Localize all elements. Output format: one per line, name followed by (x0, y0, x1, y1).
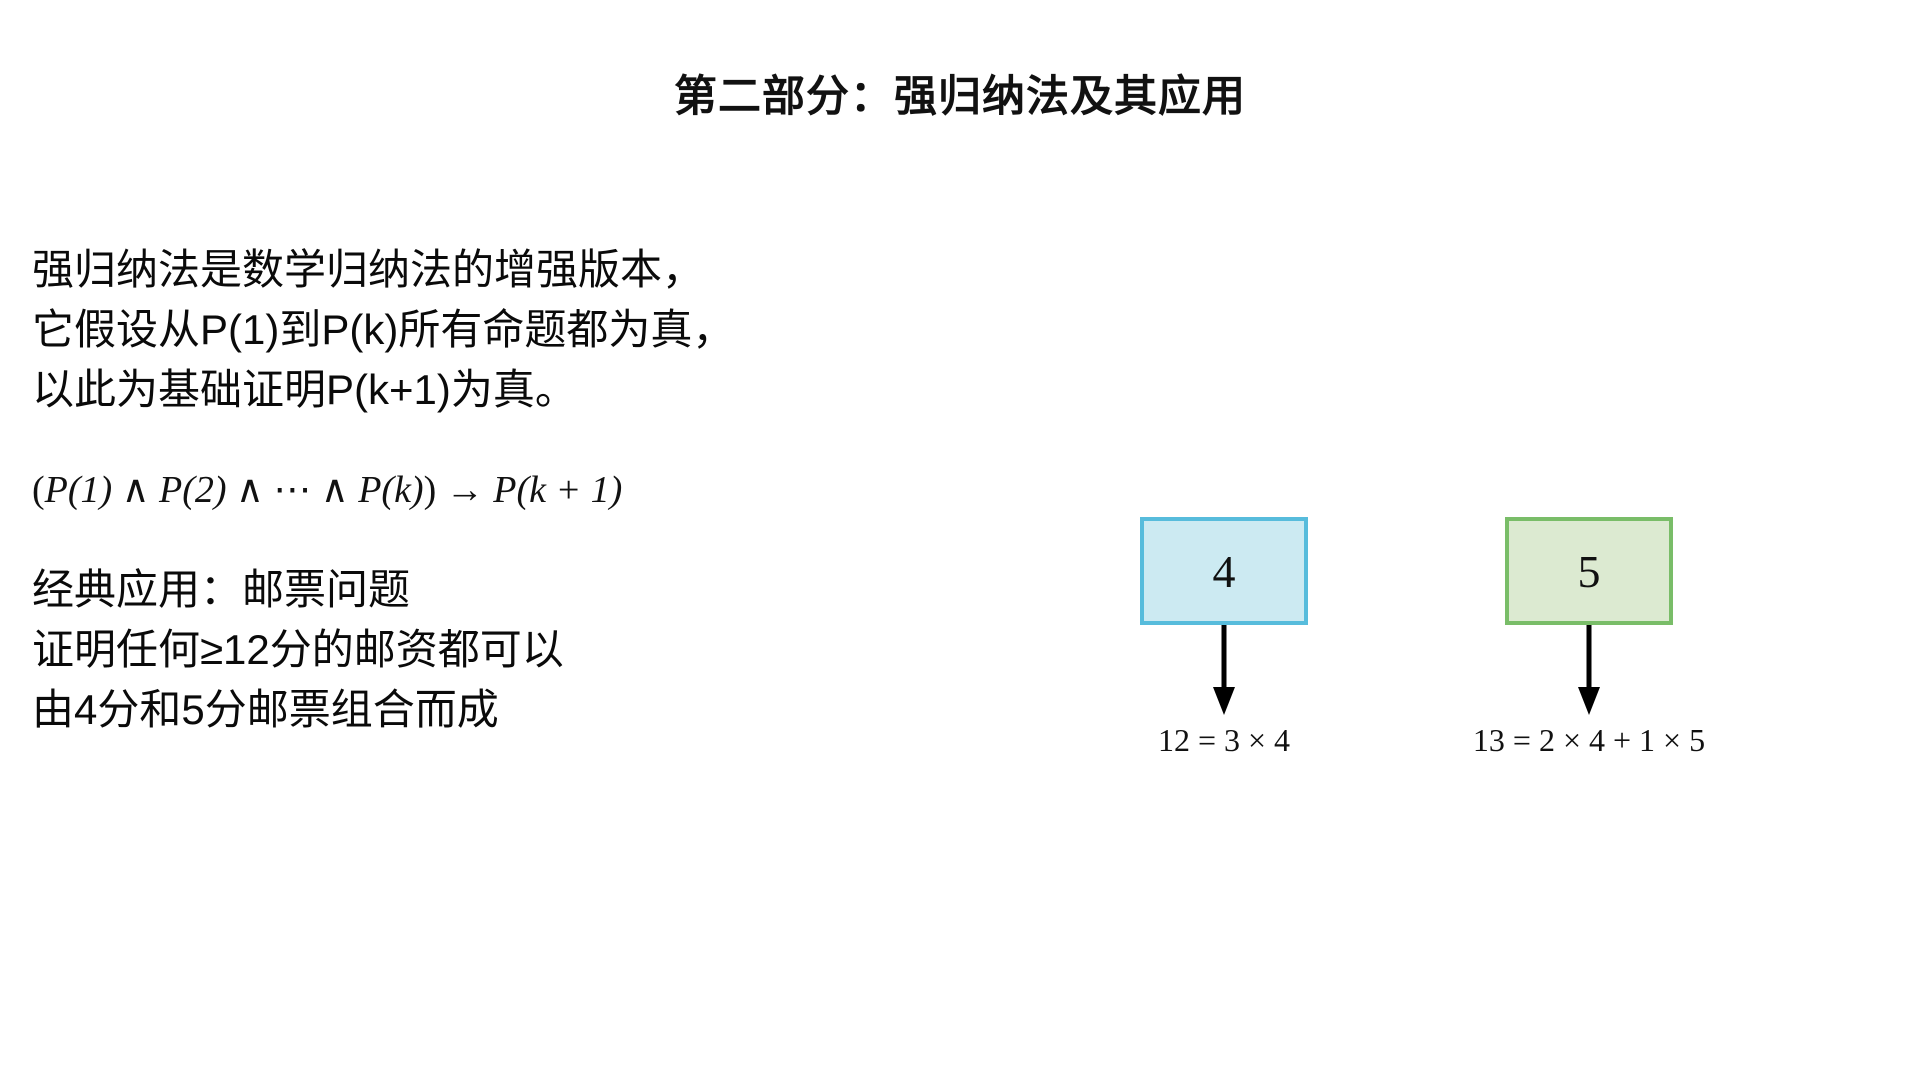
page-title: 第二部分：强归纳法及其应用 (674, 73, 1246, 121)
formula-implies-arrow: → (436, 469, 494, 511)
paragraph-application: 经典应用：邮票问题 证明任何≥12分的邮资都可以 由4分和5分邮票组合而成 (32, 560, 892, 740)
formula-term-p2: P(2) (159, 469, 227, 511)
formula-open-paren: ( (32, 469, 45, 511)
formula-conjunction-2: ∧ (226, 469, 274, 511)
formula-term-pk-plus-1: P(k + 1) (493, 469, 623, 511)
paragraph-application-line-3: 由4分和5分邮票组合而成 (32, 686, 499, 733)
paragraph-definition-line-3: 以此为基础证明P(k+1)为真。 (32, 366, 577, 413)
stamp-box-4-label: 4 (1212, 545, 1236, 597)
paragraph-application-line-1: 经典应用：邮票问题 (32, 566, 411, 613)
paragraph-application-line-2: 证明任何≥12分的邮资都可以 (32, 626, 564, 673)
paragraph-definition-line-2: 它假设从P(1)到P(k)所有命题都为真， (32, 306, 735, 353)
down-arrow-icon (1578, 625, 1600, 715)
paragraph-definition: 强归纳法是数学归纳法的增强版本， 它假设从P(1)到P(k)所有命题都为真， 以… (32, 240, 892, 420)
stamp-caption-12: 12 = 3 × 4 (1157, 722, 1291, 758)
stamp-box-4: 4 (1140, 517, 1308, 625)
stamp-diagram: 4 12 = 3 × 4 5 13 = 2 × 4 + 1 × 5 (1100, 490, 1820, 820)
formula-ellipsis: ⋯ (273, 469, 312, 511)
content-column: 强归纳法是数学归纳法的增强版本， 它假设从P(1)到P(k)所有命题都为真， 以… (32, 240, 892, 740)
stamp-box-5: 5 (1505, 517, 1673, 625)
paragraph-definition-line-1: 强归纳法是数学归纳法的增强版本， (32, 246, 705, 293)
formula-term-p1: P(1) (44, 469, 113, 511)
strong-induction-formula: (P(1) ∧ P(2) ∧ ⋯ ∧ P(k)) → P(k + 1) (32, 464, 892, 516)
stamp-box-5-label: 5 (1577, 545, 1601, 597)
formula-term-pk: P(k) (358, 469, 424, 511)
stamp-caption-13: 13 = 2 × 4 + 1 × 5 (1472, 722, 1706, 758)
formula-conjunction-3: ∧ (311, 469, 359, 511)
formula-conjunction-1: ∧ (112, 469, 160, 511)
down-arrow-icon (1213, 625, 1235, 715)
formula-close-paren: ) (423, 469, 437, 511)
